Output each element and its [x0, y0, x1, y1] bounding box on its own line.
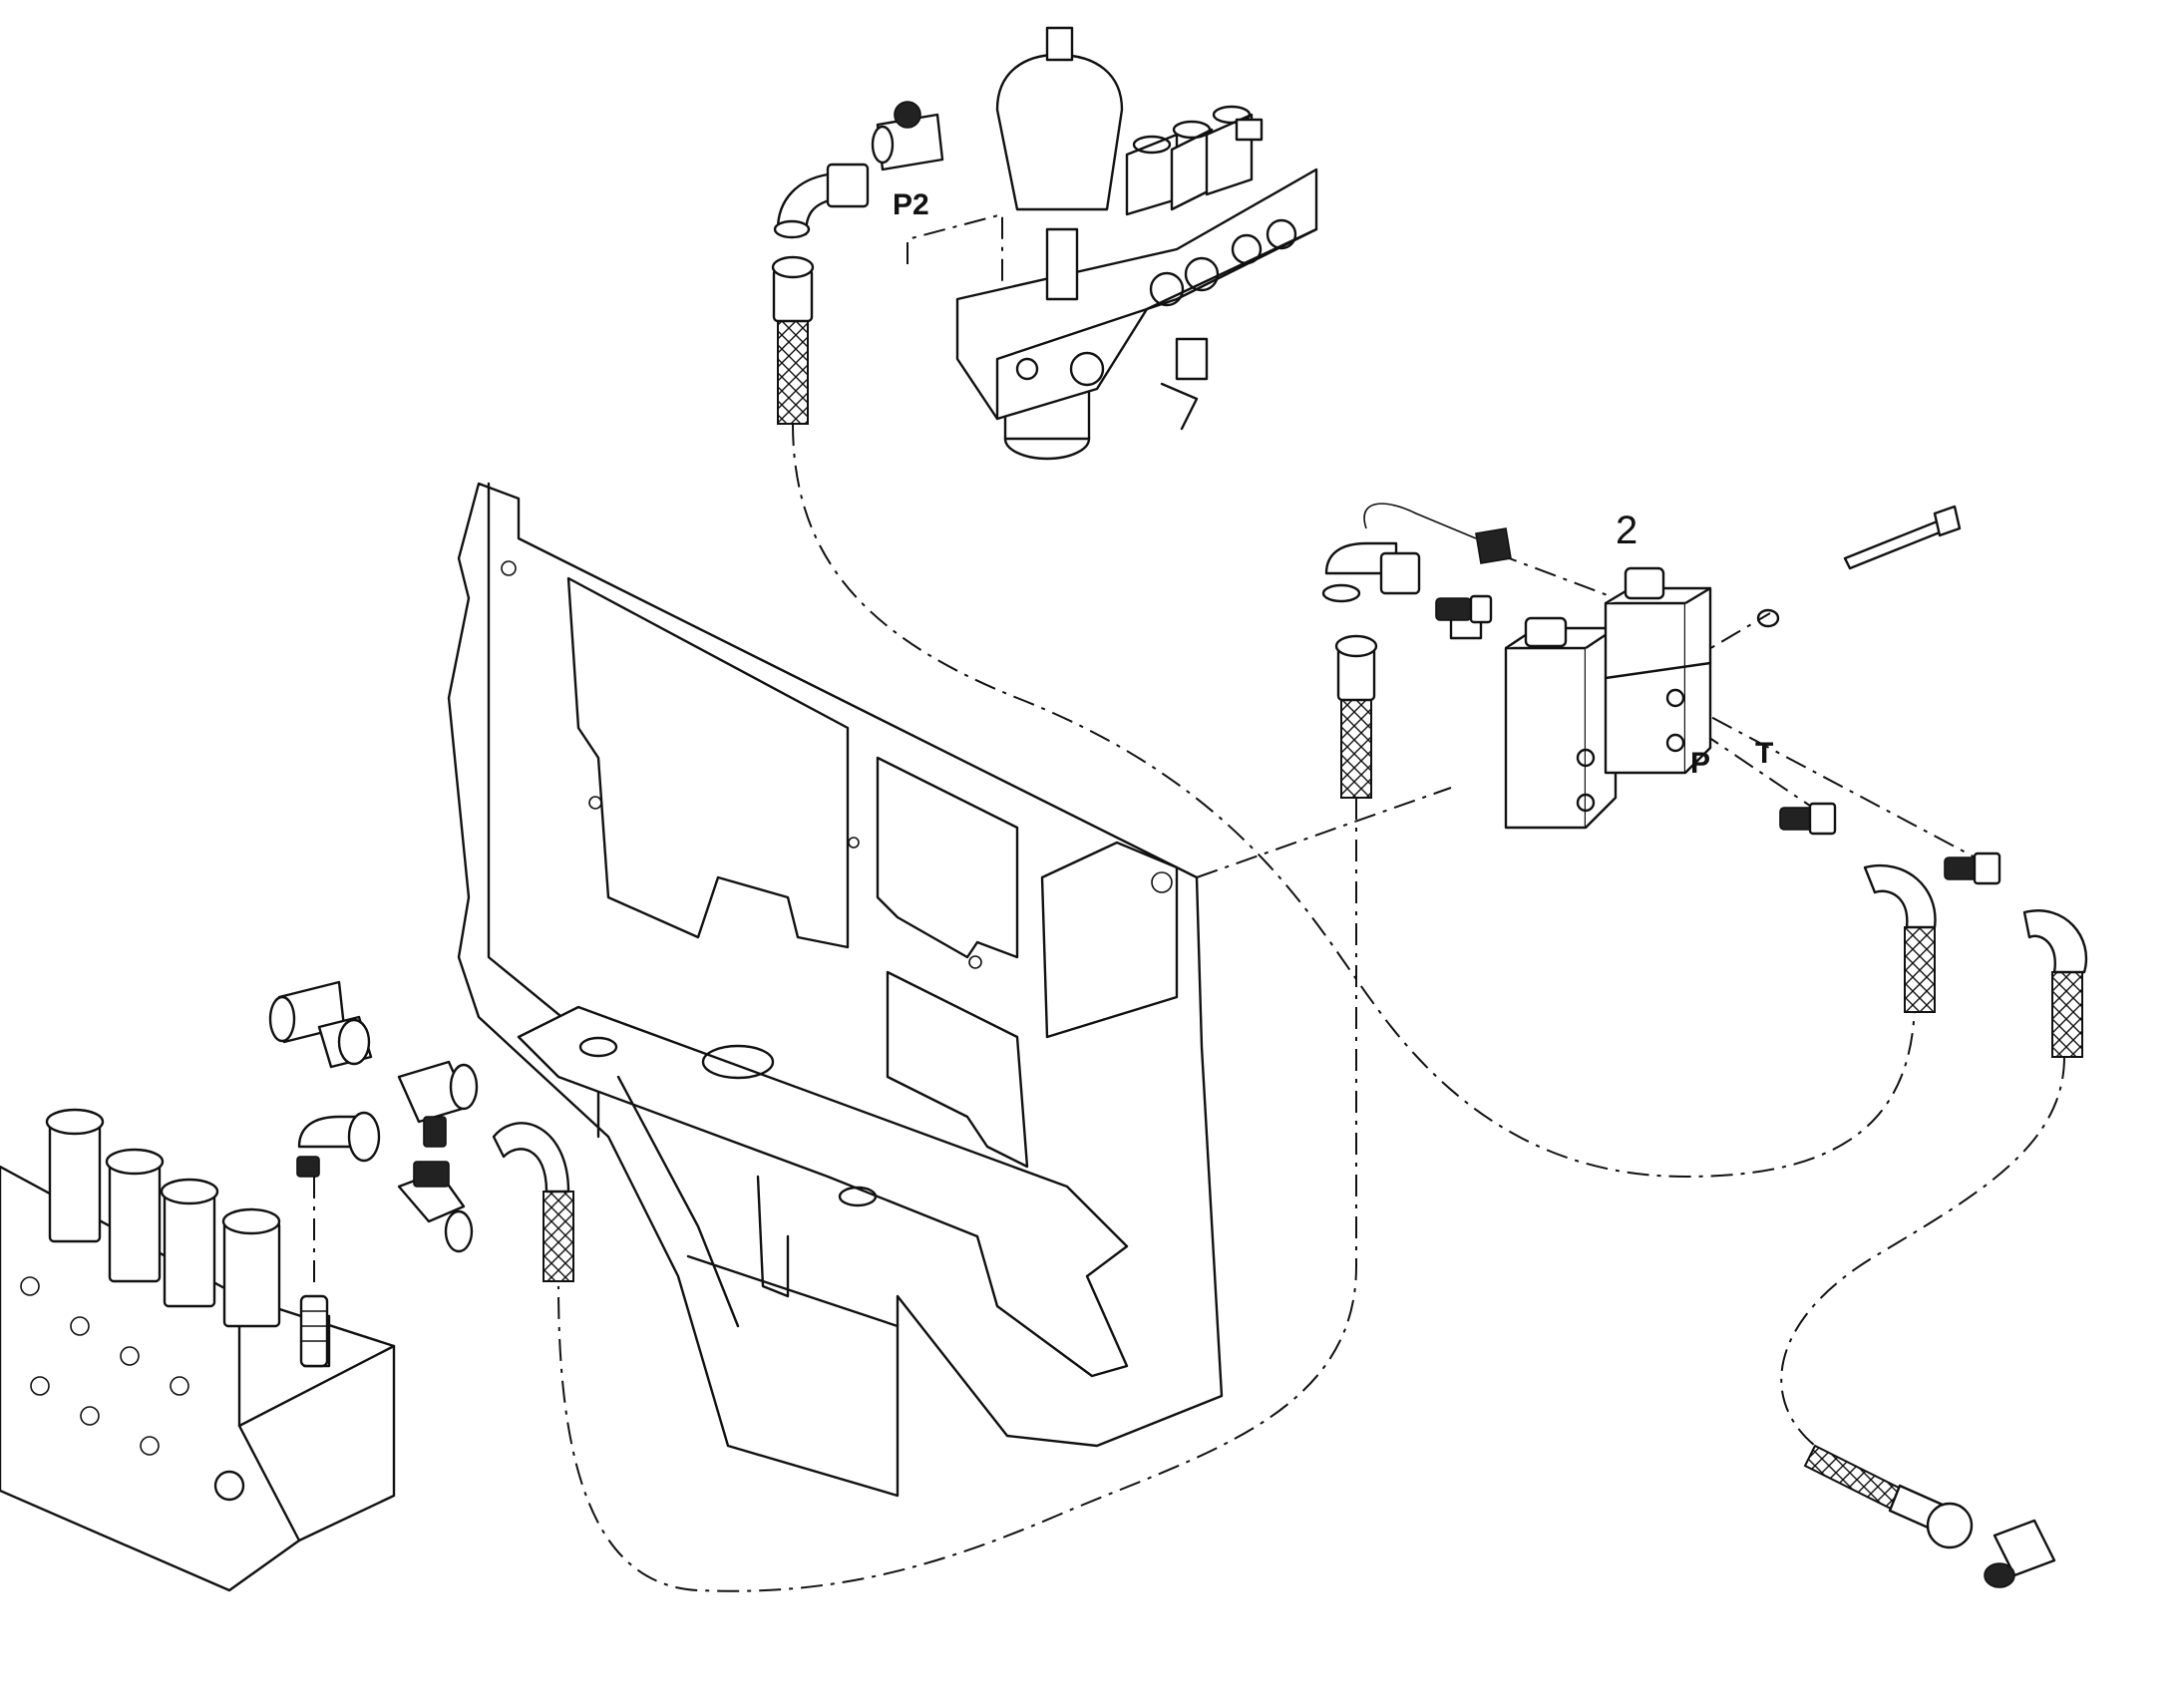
mounting-frame [447, 482, 1224, 1498]
solenoid-valve-assembly [1363, 503, 1962, 830]
elbow-fitting-lower-right [1984, 1519, 2056, 1588]
tee-fitting-left-3 [397, 1161, 474, 1253]
tee-fitting-left-2 [397, 1060, 479, 1148]
hose-right-1 [1863, 863, 1937, 1013]
hose-center [1334, 634, 1378, 799]
fittings [268, 101, 2056, 1588]
hose-lower-right [1803, 1444, 1974, 1549]
elbow-fitting-center [1321, 541, 1421, 603]
hose-routing-lines [313, 212, 2065, 1592]
tee-fitting-p2 [871, 101, 944, 171]
elbow-fitting-top [773, 163, 870, 239]
label-port-p: P [1690, 747, 1710, 780]
label-item-2: 2 [1616, 509, 1637, 552]
adapter-fitting-p [1779, 802, 1837, 836]
top-valve-manifold [955, 26, 1318, 461]
hose-right-2 [2022, 909, 2088, 1058]
label-p2: P2 [893, 188, 929, 221]
hose-top [771, 255, 815, 425]
elbow-fitting-left [296, 1111, 381, 1178]
adapter-fitting-t [1944, 852, 2001, 885]
hoses [492, 255, 2088, 1549]
hose-lower-left [492, 1122, 574, 1282]
label-port-t: T [1755, 737, 1773, 770]
adapter-fitting-center [1435, 594, 1493, 624]
check-valve-left [299, 1294, 329, 1368]
tee-fitting-left-1 [268, 980, 373, 1069]
left-valve-block [0, 1108, 396, 1592]
